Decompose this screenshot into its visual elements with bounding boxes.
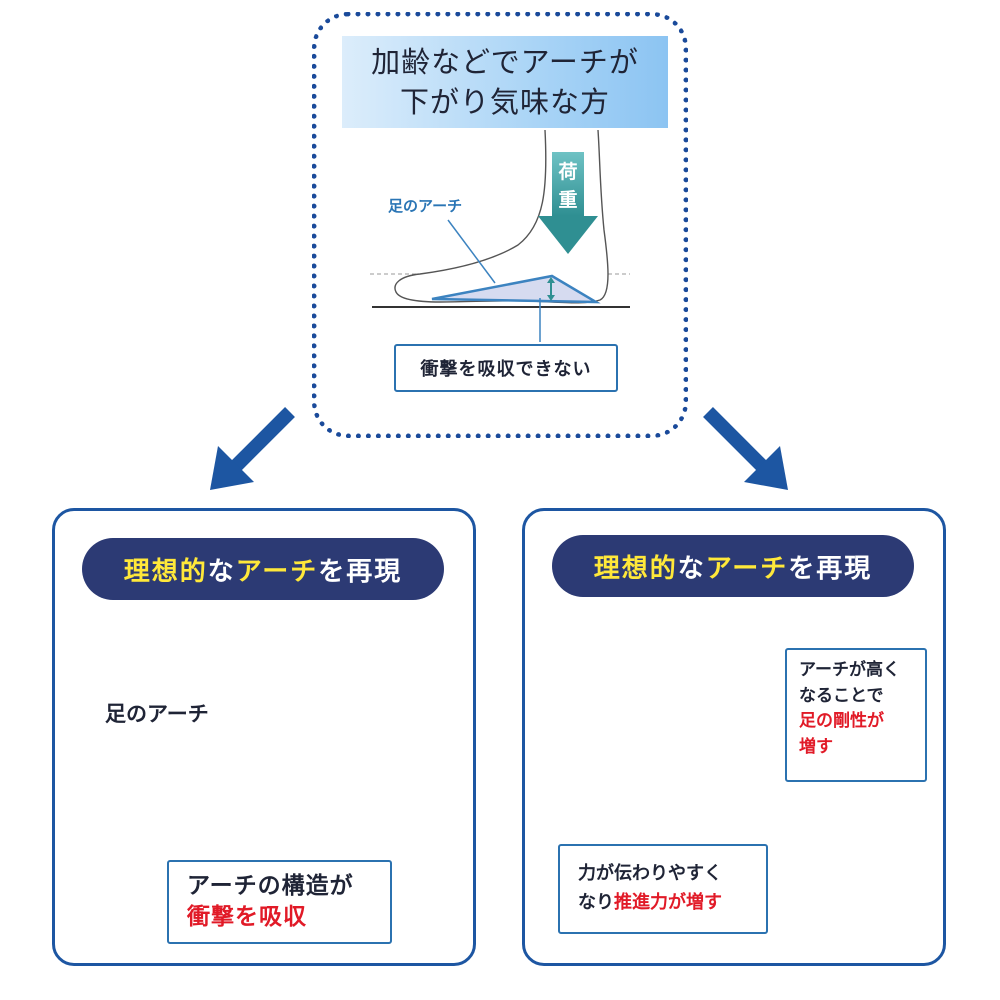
load-arrow-icon bbox=[538, 152, 598, 254]
top-title-line1: 加齢などでアーチが bbox=[371, 44, 639, 79]
arch-label: 足のアーチ bbox=[105, 702, 209, 726]
right-callout-propulsion: 力が伝わりやすく なり推進力が増す bbox=[558, 844, 768, 934]
load-label: 荷 重 bbox=[335, 655, 359, 717]
top-title-banner: 加齢などでアーチが 下がり気味な方 bbox=[342, 36, 668, 128]
right-panel-title: 理想的なアーチを再現 bbox=[552, 535, 914, 597]
left-callout: アーチの構造が 衝撃を吸収 bbox=[167, 860, 392, 944]
left-panel-title: 理想的なアーチを再現 bbox=[82, 538, 444, 600]
foot-illustration-top bbox=[370, 129, 630, 342]
double-arrow-icon bbox=[547, 277, 555, 301]
arch-label: 足のアーチ bbox=[388, 197, 463, 215]
top-section-frame bbox=[312, 12, 688, 438]
arrow-down-left-icon bbox=[210, 407, 295, 490]
load-label: 荷 重 bbox=[558, 161, 578, 211]
top-callout: 衝撃を吸収できない bbox=[394, 344, 618, 392]
arrow-down-right-icon bbox=[703, 407, 788, 490]
top-title-line2: 下がり気味な方 bbox=[399, 85, 610, 119]
right-callout-stiffness: アーチが高く なることで 足の剛性が 増す bbox=[785, 648, 927, 782]
